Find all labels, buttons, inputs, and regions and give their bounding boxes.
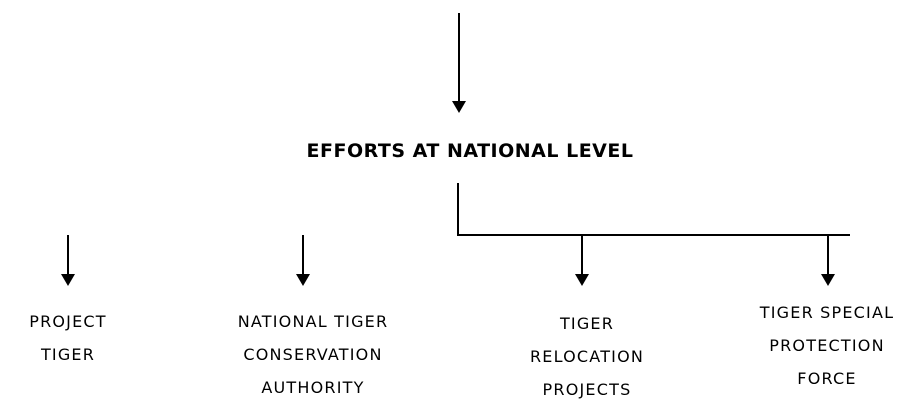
branch-label-protection-force: TIGER SPECIAL PROTECTION FORCE bbox=[727, 296, 910, 395]
down-arrow-protection-force-shaft bbox=[827, 235, 829, 275]
top-down-arrow-shaft bbox=[458, 13, 460, 102]
down-arrow-protection-force-head-icon bbox=[821, 274, 835, 286]
connector-horizontal-line bbox=[457, 234, 850, 236]
top-down-arrow-head-icon bbox=[452, 101, 466, 113]
branch-label-line: RELOCATION bbox=[529, 347, 645, 366]
down-arrow-ntca-shaft bbox=[302, 235, 304, 275]
down-arrow-relocation-head-icon bbox=[575, 274, 589, 286]
branch-label-line: FORCE bbox=[797, 369, 857, 388]
branch-label-ntca: NATIONAL TIGER CONSERVATION AUTHORITY bbox=[213, 305, 413, 404]
branch-label-line: PROJECTS bbox=[542, 380, 632, 399]
branch-label-line: TIGER bbox=[40, 345, 96, 364]
branch-label-line: PROJECT bbox=[29, 312, 107, 331]
diagram-title: EFFORTS AT NATIONAL LEVEL bbox=[306, 140, 634, 162]
branch-label-line: CONSERVATION bbox=[243, 345, 383, 364]
down-arrow-project-tiger-head-icon bbox=[61, 274, 75, 286]
connector-vertical-line bbox=[457, 183, 459, 236]
branch-label-line: NATIONAL TIGER bbox=[237, 312, 389, 331]
branch-label-line: TIGER SPECIAL bbox=[759, 303, 895, 322]
down-arrow-ntca-head-icon bbox=[296, 274, 310, 286]
branch-label-line: AUTHORITY bbox=[261, 378, 365, 397]
down-arrow-relocation-shaft bbox=[581, 235, 583, 275]
branch-label-line: TIGER bbox=[559, 314, 615, 333]
branch-label-relocation: TIGER RELOCATION PROJECTS bbox=[487, 307, 687, 406]
branch-label-project-tiger: PROJECT TIGER bbox=[0, 305, 168, 371]
branch-label-line: PROTECTION bbox=[769, 336, 885, 355]
down-arrow-project-tiger-shaft bbox=[67, 235, 69, 275]
